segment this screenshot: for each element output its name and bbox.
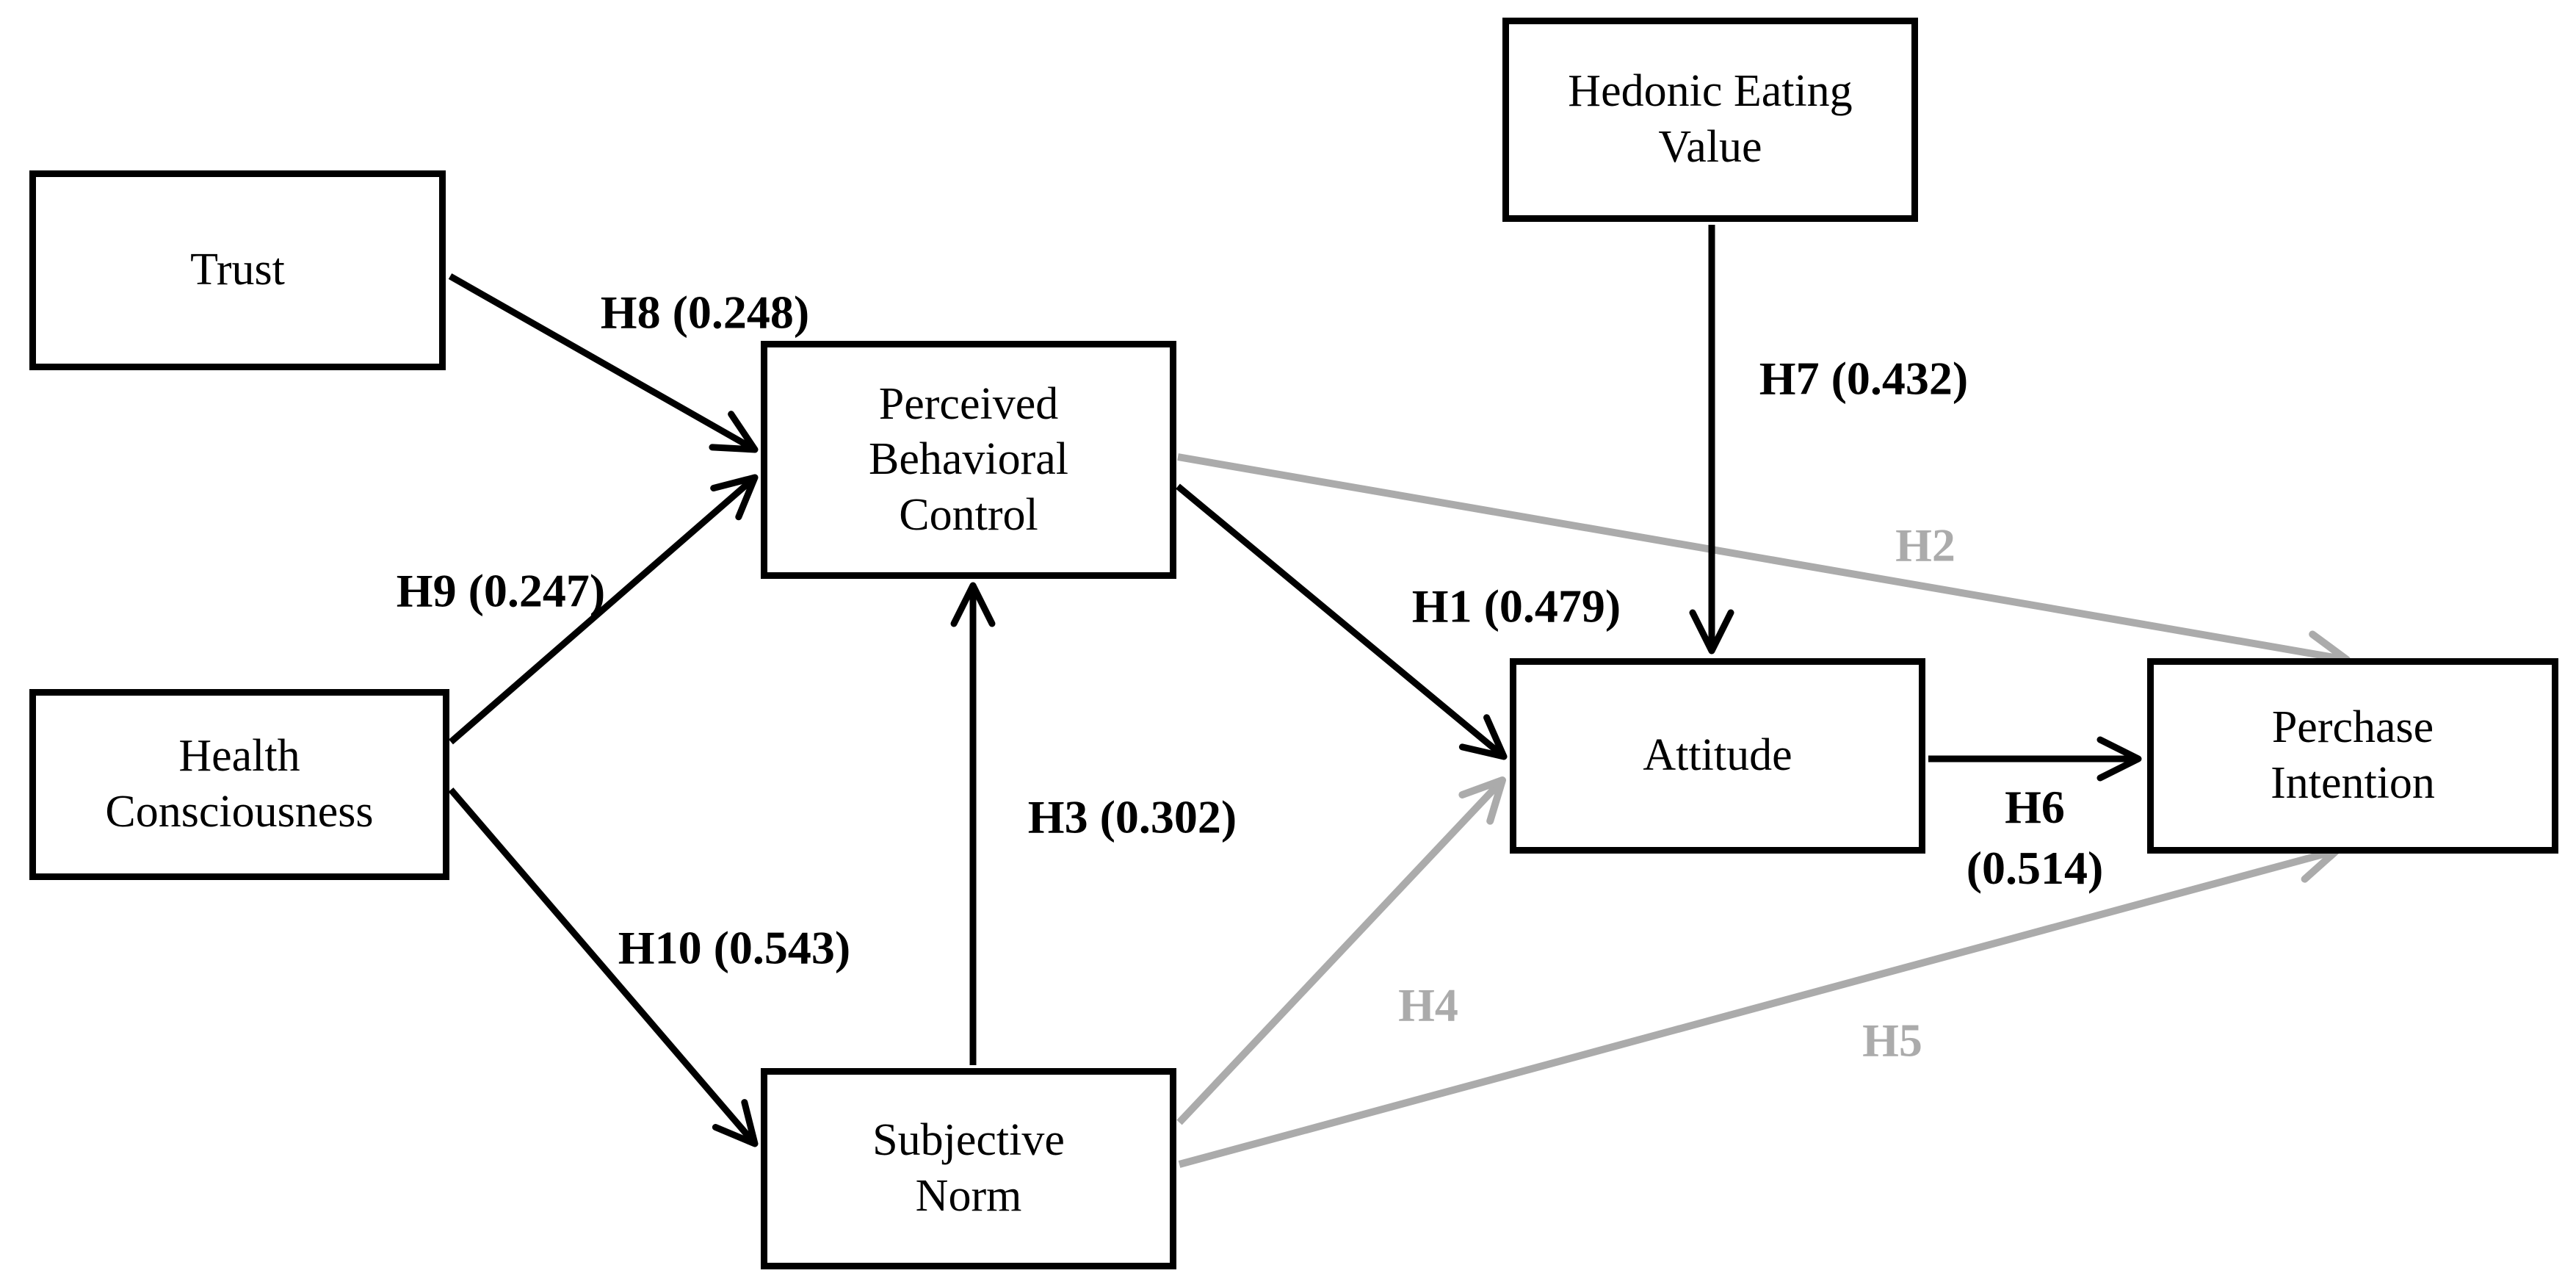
path-label-h6: H6 (0.514) [1881, 776, 2189, 898]
path-label-h8: H8 (0.248) [600, 286, 810, 339]
path-label-h2: H2 [1895, 519, 1955, 572]
arrow-h8-trust-to-pbc [448, 273, 759, 453]
path-label-h4: H4 [1398, 978, 1458, 1031]
arrow-h9-health-to-pbc [449, 474, 759, 745]
arrow-h1-pbc-to-attitude [1176, 483, 1508, 760]
node-label-line: Behavioral [868, 434, 1068, 485]
node-health-consciousness: Health Consciousness [29, 689, 449, 880]
arrow-h2-pbc-to-purchase [1177, 453, 2351, 676]
node-label-line: Consciousness [105, 787, 374, 837]
node-label-line: Value [1658, 122, 1762, 172]
path-label-h9: H9 (0.247) [396, 564, 606, 617]
path-label-h7: H7 (0.432) [1759, 352, 1969, 405]
path-label-h6-line2: (0.514) [1966, 842, 2104, 894]
node-label-line: Health [178, 731, 300, 782]
node-hedonic-eating-value: Hedonic Eating Value [1502, 18, 1918, 222]
node-label-line: Perceived [878, 378, 1059, 429]
node-label-line: Perchase [2271, 702, 2434, 753]
node-label-line: Hedonic Eating [1568, 66, 1853, 117]
node-attitude: Attitude [1510, 658, 1925, 854]
path-label-h1: H1 (0.479) [1411, 580, 1621, 632]
path-label-h10: H10 (0.543) [618, 921, 851, 974]
node-label-line: Control [899, 489, 1038, 540]
node-purchase-intention: Perchase Intention [2147, 658, 2558, 854]
arrow-h5-subjective-to-purchase [1178, 838, 2340, 1168]
arrow-h10-health-to-subjective [448, 787, 759, 1147]
path-label-h3: H3 (0.302) [1027, 790, 1237, 843]
node-label-line: Intention [2271, 758, 2435, 808]
arrow-h4-subjective-to-attitude [1176, 776, 1506, 1125]
path-label-h5: H5 [1862, 1014, 1922, 1067]
node-subjective-norm: Subjective Norm [761, 1068, 1176, 1269]
path-label-h6-line1: H6 [2005, 780, 2065, 833]
node-trust: Trust [29, 170, 446, 370]
node-label-line: Subjective [872, 1115, 1065, 1166]
node-perceived-behavioral-control: Perceived Behavioral Control [761, 341, 1176, 579]
node-label-line: Norm [915, 1171, 1022, 1221]
node-label-line: Trust [190, 245, 285, 295]
node-label-line: Attitude [1643, 730, 1792, 781]
